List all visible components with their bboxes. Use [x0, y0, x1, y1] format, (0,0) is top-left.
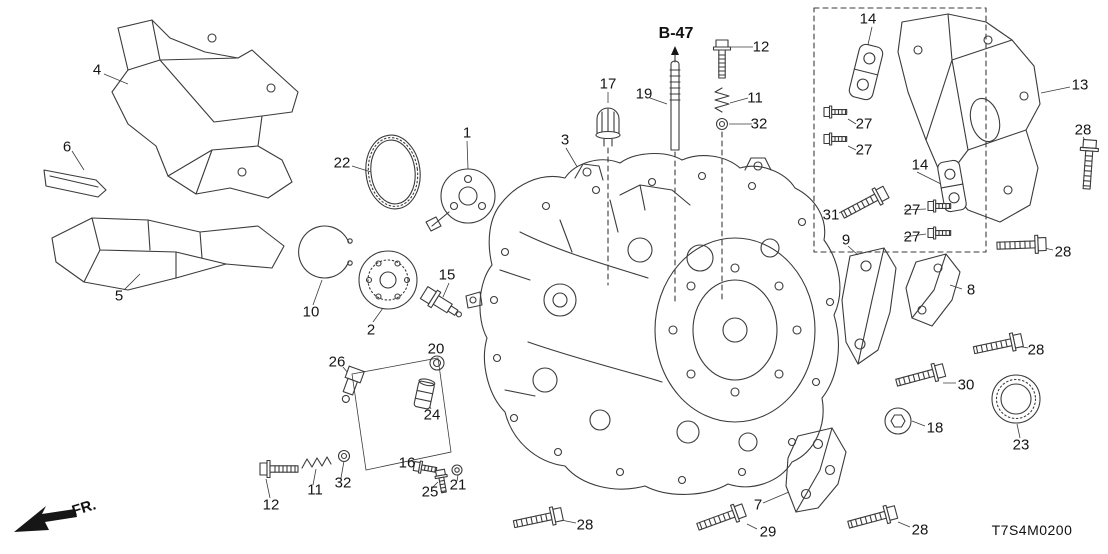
part-label-7: 7: [753, 496, 763, 514]
spring-11-bottom-drawing: [301, 456, 332, 469]
bolt-16-drawing: [412, 459, 438, 477]
diagram-code: T7S4M0200: [991, 522, 1073, 538]
snap-ring-10-drawing: [298, 225, 353, 279]
plate-1-drawing: [425, 168, 496, 232]
bracket-13-drawing: [897, 13, 1041, 223]
part-label-5: 5: [114, 287, 124, 305]
part-label-28-c: 28: [1027, 341, 1045, 359]
bolt-28a-drawing: [1077, 138, 1100, 191]
washer-32-bottom-drawing: [337, 449, 351, 463]
bolt-29-drawing: [694, 500, 748, 536]
bracket-8-drawing: [905, 253, 961, 327]
front-direction-arrow-icon: [14, 506, 77, 532]
bolt-27d-drawing: [927, 226, 952, 240]
bolt-28e-drawing: [845, 502, 899, 534]
part-label-22: 22: [333, 154, 351, 172]
part-label-12-top: 12: [752, 38, 770, 56]
bolt-28c-drawing: [971, 330, 1025, 360]
stay-6-drawing: [43, 169, 107, 198]
b47-arrow-icon: [671, 46, 679, 55]
part-label-25: 25: [421, 483, 439, 501]
subassembly-boundary: [813, 7, 987, 253]
stud-bolt-19-drawing: [669, 46, 681, 151]
part-label-11-top: 11: [747, 89, 763, 107]
part-label-27-c: 27: [903, 201, 921, 219]
part-label-19: 19: [635, 85, 653, 103]
part-label-27-d: 27: [903, 228, 921, 246]
part-label-9: 9: [841, 231, 851, 249]
part-label-6: 6: [62, 138, 72, 156]
bracket-7-drawing: [785, 427, 847, 513]
part-label-14-b: 14: [911, 156, 929, 174]
transmission-case-drawing: [465, 131, 841, 495]
part-label-27-a: 27: [855, 115, 873, 133]
part-label-21: 21: [449, 476, 467, 494]
part-label-4: 4: [92, 61, 102, 79]
damper-14a-drawing: [848, 43, 884, 101]
cluster-outline: [351, 357, 452, 471]
part-label-10: 10: [302, 303, 320, 321]
part-label-11-bottom: 11: [307, 481, 323, 499]
part-label-17: 17: [599, 75, 617, 93]
switch-15-drawing: [419, 286, 462, 318]
bracket-9-drawing: [841, 247, 897, 365]
part-label-13: 13: [1071, 76, 1089, 94]
bracket-5-drawing: [51, 217, 285, 291]
bolt-27a-drawing: [823, 105, 848, 119]
part-label-27-b: 27: [855, 141, 873, 159]
part-label-8: 8: [966, 281, 976, 299]
sensor-26-drawing: [341, 365, 365, 403]
bolt-31-drawing: [837, 183, 891, 224]
washer-32-top-drawing: [715, 117, 729, 131]
part-label-28-b: 28: [1054, 243, 1072, 261]
oring-20-drawing: [429, 355, 445, 371]
ring-22-drawing: [365, 134, 421, 210]
bolt-28b-drawing: [996, 234, 1047, 256]
part-label-26: 26: [328, 353, 346, 371]
part-label-28-a: 28: [1074, 121, 1092, 139]
part-label-31: 31: [822, 206, 840, 224]
bolt-12-top-drawing: [712, 39, 732, 79]
part-label-15: 15: [438, 266, 456, 284]
part-label-29: 29: [759, 523, 777, 541]
diagram-reference-b47: B-47: [658, 25, 694, 42]
bolt-28d-drawing: [511, 504, 565, 534]
bracket-4-drawing: [111, 19, 299, 199]
part-label-16: 16: [398, 454, 416, 472]
part-label-3: 3: [560, 131, 570, 149]
drain-plug-18-drawing: [884, 407, 912, 435]
part-label-30: 30: [957, 376, 975, 394]
breather-17-drawing: [595, 107, 621, 147]
spring-11-top-drawing: [714, 87, 730, 113]
part-label-1: 1: [462, 124, 472, 142]
bolt-12-bottom-drawing: [259, 459, 299, 479]
part-label-20: 20: [427, 340, 445, 358]
part-label-32-bottom: 32: [334, 474, 352, 492]
part-label-18: 18: [926, 419, 944, 437]
part-label-32-top: 32: [750, 115, 768, 133]
washer-21-drawing: [451, 464, 463, 476]
part-label-14-a: 14: [859, 10, 877, 28]
plate-2-drawing: [358, 250, 418, 310]
part-label-12-bottom: 12: [262, 496, 280, 514]
bolt-27b-drawing: [823, 132, 848, 146]
damper-14b-drawing: [937, 159, 967, 213]
part-label-2: 2: [366, 321, 376, 339]
part-label-23: 23: [1012, 436, 1030, 454]
bolt-30-drawing: [893, 360, 947, 392]
oil-seal-23-drawing: [991, 374, 1041, 424]
part-label-28-d: 28: [576, 516, 594, 534]
pin-24-drawing: [413, 378, 436, 410]
part-label-28-e: 28: [911, 521, 929, 539]
part-label-24: 24: [423, 406, 441, 424]
